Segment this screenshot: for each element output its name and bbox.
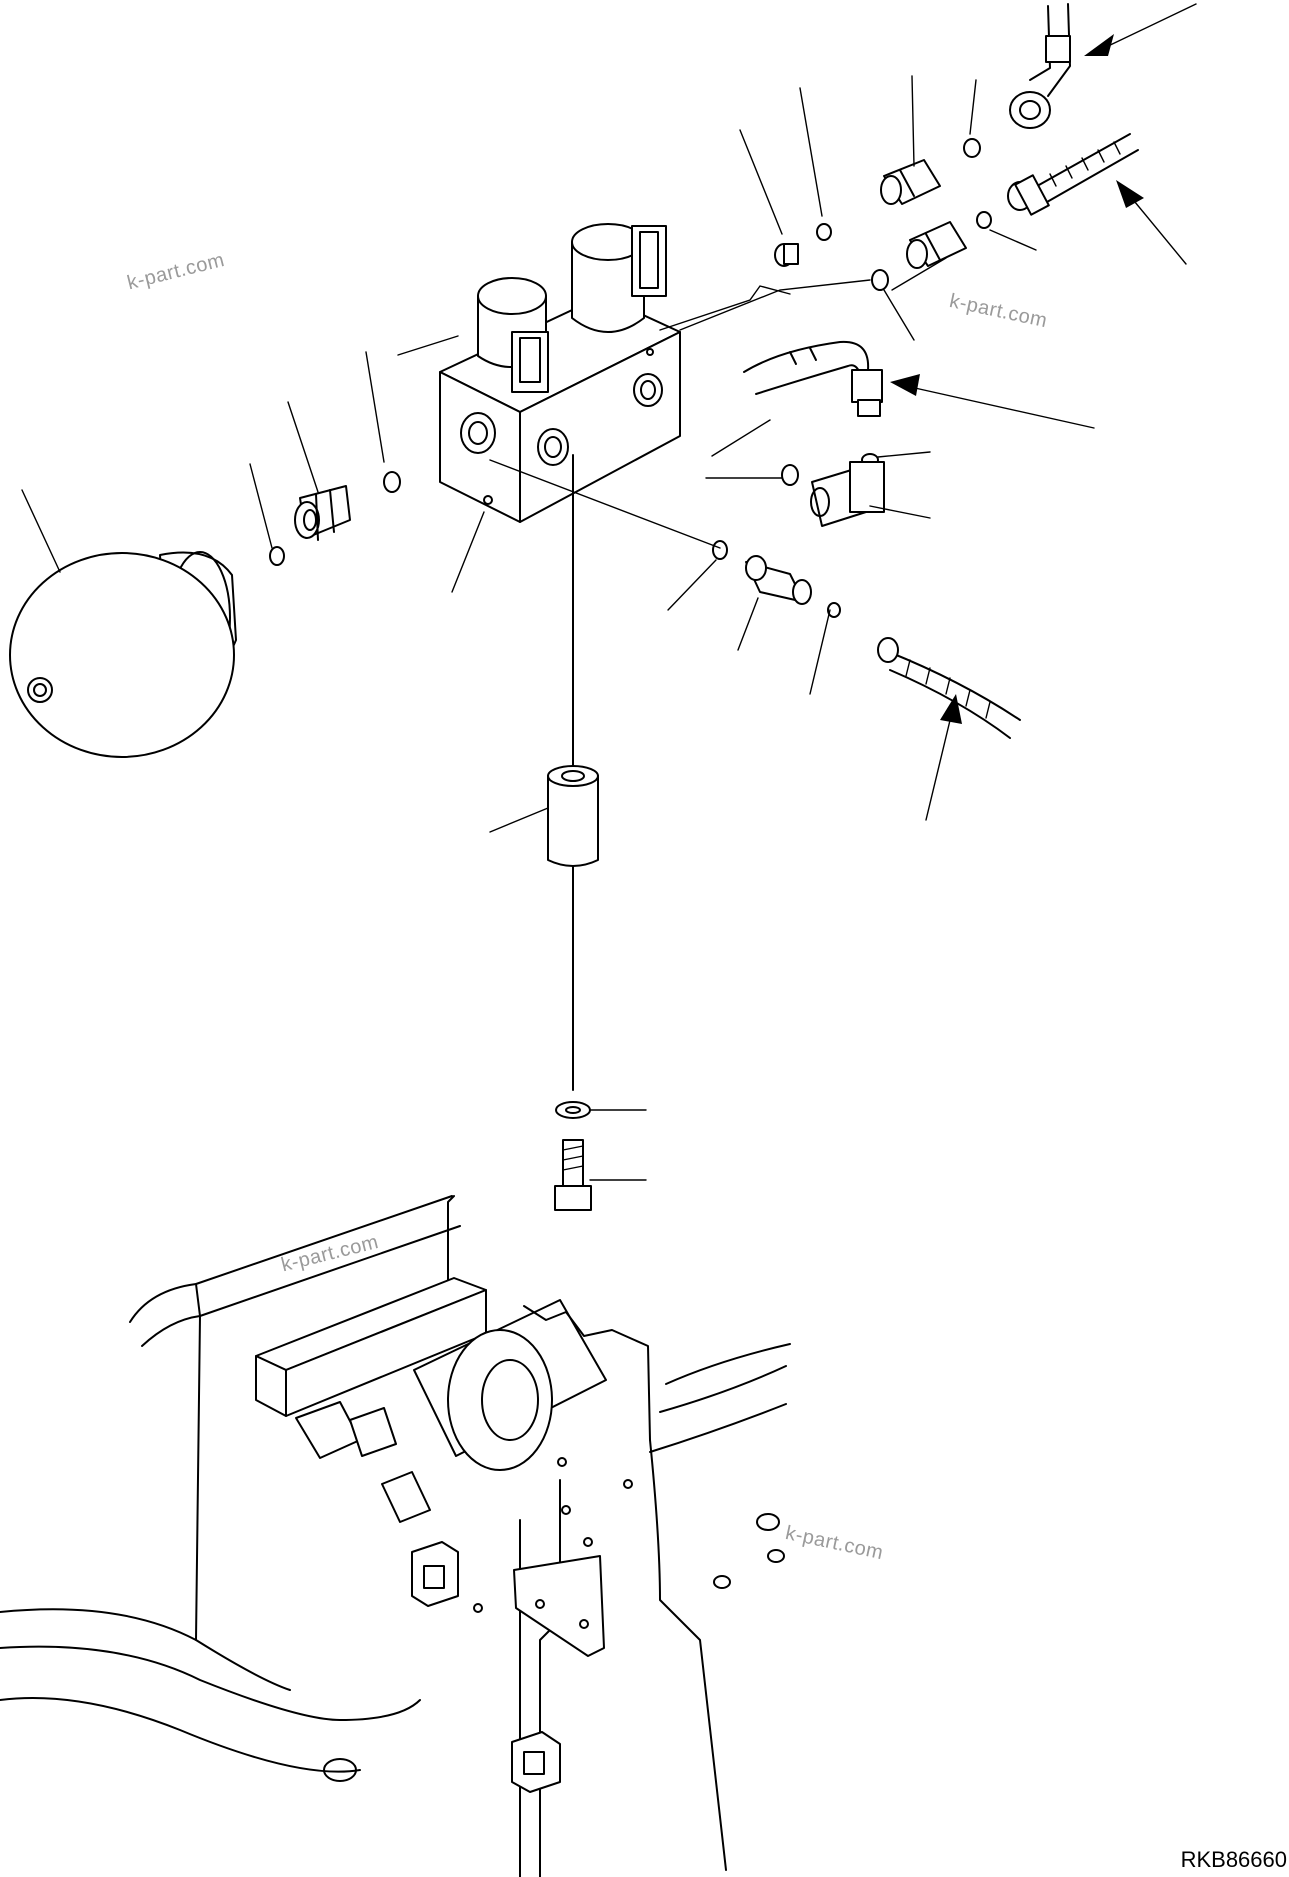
hose-elbow-right bbox=[743, 340, 883, 467]
accumulator bbox=[9, 551, 237, 758]
spacer-washer-bolt bbox=[547, 454, 599, 1211]
drawing-code: RKB86660 bbox=[1180, 1847, 1287, 1872]
fitting-left bbox=[269, 471, 401, 566]
fittings-upper bbox=[774, 3, 1139, 291]
solenoid-valve-block bbox=[439, 223, 681, 523]
switch-fittings bbox=[712, 461, 1021, 739]
machine-frame bbox=[0, 1195, 791, 1877]
flow-arrows bbox=[890, 3, 1197, 821]
leader-lines bbox=[21, 75, 1037, 1181]
